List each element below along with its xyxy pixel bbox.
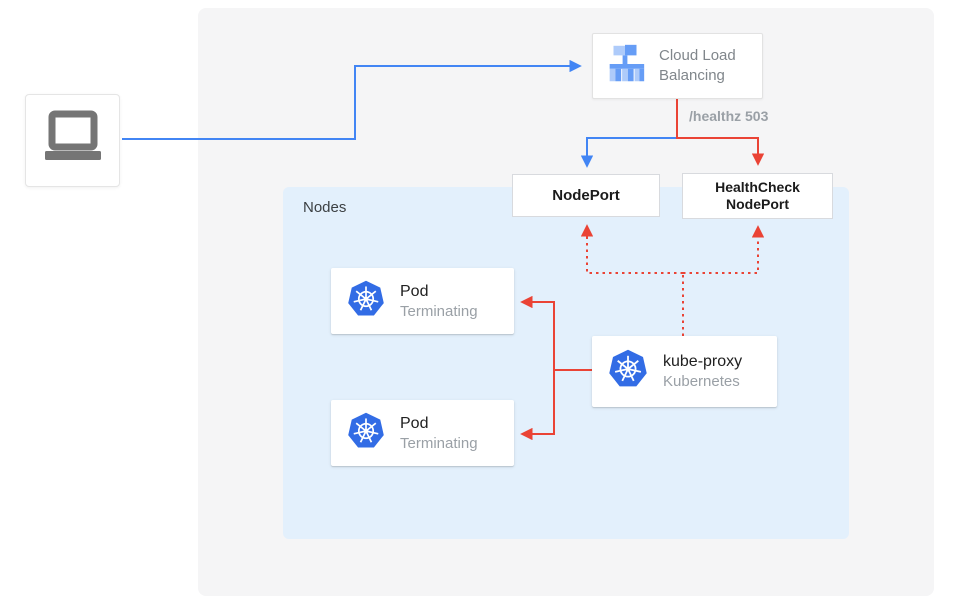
nodeport-node: NodePort [512,174,660,217]
pod-2-node: Pod Terminating [331,400,514,466]
pod-1-node: Pod Terminating [331,268,514,334]
pod-1-status: Terminating [400,302,478,320]
kube-proxy-title: kube-proxy [663,353,743,370]
nodeport-label: NodePort [552,187,620,204]
pod-2-title: Pod [400,414,429,432]
kube-proxy-text: kube-proxy Kubernetes [663,351,742,392]
healthcheck-nodeport-node: HealthCheck NodePort [682,173,833,219]
pod-2-status: Terminating [400,434,478,452]
kubernetes-icon [347,412,385,455]
cloud-load-balancing-node: Cloud Load Balancing [592,33,763,99]
cloud-load-balancing-label: Cloud Load Balancing [659,47,736,84]
pod-1-title: Pod [400,282,429,300]
healthcheck-nodeport-label-line1: HealthCheck [715,179,800,195]
laptop-icon [41,110,105,171]
kubernetes-icon [347,280,385,323]
load-balancer-icon [602,41,648,92]
pod-1-text: Pod Terminating [400,281,478,322]
nodes-panel-label: Nodes [303,199,347,216]
healthz-503-label: /healthz 503 [689,108,769,124]
kube-proxy-node: kube-proxy Kubernetes [592,336,777,407]
healthcheck-nodeport-label-line2: NodePort [726,196,789,212]
client-node [25,94,120,187]
pod-2-text: Pod Terminating [400,413,478,454]
kubernetes-icon [608,349,648,394]
kube-proxy-subtitle: Kubernetes [663,373,740,390]
